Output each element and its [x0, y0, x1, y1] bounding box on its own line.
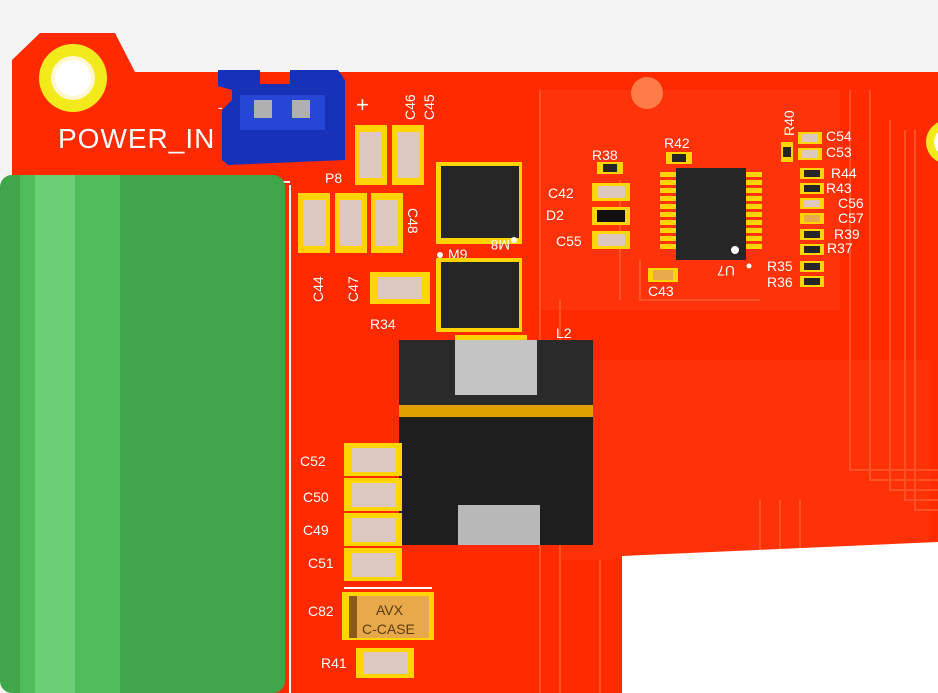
label-c53: C53 — [826, 144, 852, 160]
capacitor-c57 — [800, 213, 824, 224]
capacitor-c47 — [335, 193, 367, 253]
label-d2: D2 — [546, 207, 564, 223]
label-c50: C50 — [303, 489, 329, 505]
board-cutout — [622, 542, 938, 693]
capacitor-c45 — [392, 125, 424, 185]
capacitor-c43 — [648, 268, 678, 282]
resistor-r37 — [800, 244, 824, 255]
label-c55: C55 — [556, 233, 582, 249]
capacitor-c50 — [344, 478, 402, 511]
label-r35: R35 — [767, 258, 793, 274]
label-m8: M8 — [490, 237, 510, 253]
resistor-r35 — [800, 261, 824, 272]
tantalum-line1: AVX — [376, 602, 404, 618]
label-c54: C54 — [826, 128, 852, 144]
label-c47: C47 — [345, 276, 361, 302]
label-c46: C46 — [402, 94, 418, 120]
label-c57: C57 — [838, 210, 864, 226]
label-c44: C44 — [310, 276, 326, 302]
power-in-label: POWER_IN — [58, 123, 215, 154]
diode-d2 — [592, 207, 630, 225]
label-c43: C43 — [648, 283, 674, 299]
tantalum-c82 — [342, 592, 434, 640]
label-c56: C56 — [838, 195, 864, 211]
mosfet-m8 — [436, 162, 522, 244]
mosfet-m9 — [436, 258, 522, 332]
label-c51: C51 — [308, 555, 334, 571]
resistor-r42 — [666, 152, 692, 164]
capacitor-c44 — [298, 193, 330, 253]
label-p8: P8 — [325, 170, 342, 186]
label-c82: C82 — [308, 603, 334, 619]
label-r36: R36 — [767, 274, 793, 290]
resistor-r36 — [800, 276, 824, 287]
polarity-plus: + — [356, 92, 369, 117]
capacitor-c54 — [798, 132, 822, 144]
capacitor-c48 — [371, 193, 403, 253]
label-r43: R43 — [826, 180, 852, 196]
capacitor-c52 — [344, 443, 402, 476]
capacitor-c55 — [592, 231, 630, 249]
resistor-r39 — [800, 229, 824, 240]
resistor-r43 — [800, 183, 824, 194]
label-r44: R44 — [831, 165, 857, 181]
resistor-r41 — [356, 648, 414, 678]
label-r41: R41 — [321, 655, 347, 671]
resistor-r40 — [781, 142, 793, 162]
resistor-r34 — [370, 272, 430, 304]
label-c49: C49 — [303, 522, 329, 538]
capacitor-c42 — [592, 183, 630, 201]
capacitor-c51 — [344, 548, 402, 581]
capacitor-c46 — [355, 125, 387, 185]
tantalum-line2: C-CASE — [362, 621, 415, 637]
polarity-minus: - — [218, 99, 223, 115]
resistor-r44 — [800, 168, 824, 179]
connector-p8 — [218, 70, 345, 165]
resistor-r38 — [597, 162, 623, 174]
label-c42: C42 — [548, 185, 574, 201]
inductor-l2 — [399, 335, 593, 545]
label-r37: R37 — [827, 240, 853, 256]
label-c48: C48 — [405, 208, 421, 234]
capacitor-c49 — [344, 513, 402, 546]
ic-u7 — [660, 168, 762, 260]
label-r40: R40 — [781, 110, 797, 136]
label-c52: C52 — [300, 453, 326, 469]
label-r42: R42 — [664, 135, 690, 151]
capacitor-c53 — [798, 148, 822, 160]
capacitor-c56 — [800, 198, 824, 209]
label-r34: R34 — [370, 316, 396, 332]
label-r38: R38 — [592, 147, 618, 163]
label-r39: R39 — [834, 226, 860, 242]
led — [631, 77, 663, 109]
label-c45: C45 — [421, 94, 437, 120]
label-l2: L2 — [556, 325, 572, 341]
copper-pour-2 — [560, 360, 930, 560]
label-u7: U7 — [717, 263, 735, 279]
